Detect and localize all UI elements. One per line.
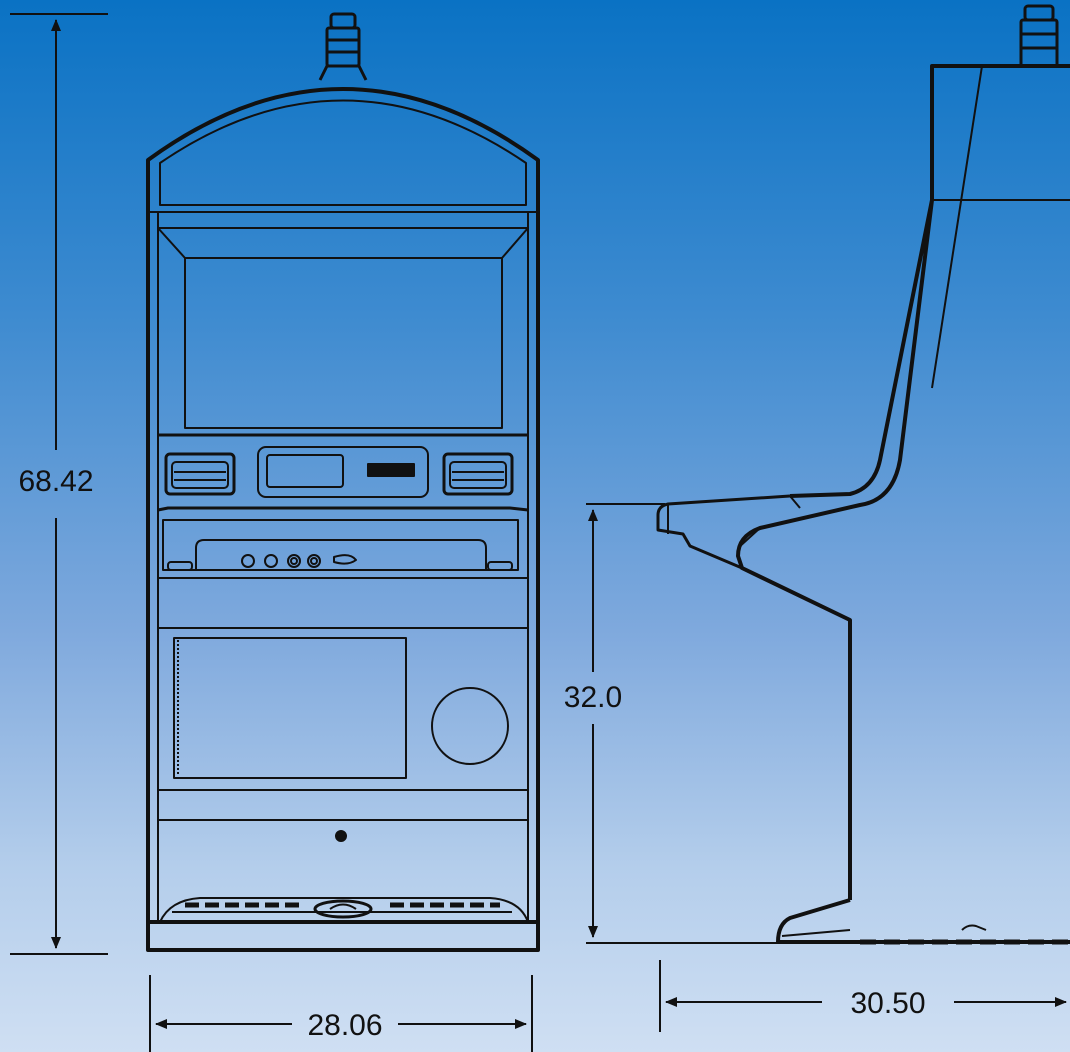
deck-button-3 (287, 554, 301, 568)
belly-panel (158, 627, 528, 842)
side-base (781, 924, 1070, 943)
width-label: 28.06 (307, 1009, 382, 1042)
side-view (656, 4, 1070, 945)
bill-validator-section (164, 446, 514, 498)
door-lock (335, 830, 347, 842)
base-plate (146, 897, 540, 952)
main-screen (184, 257, 503, 429)
dimension-depth: 30.50 (659, 960, 1067, 1032)
button-deck (157, 506, 529, 579)
arch-topper (146, 87, 540, 212)
side-button-deck (656, 494, 791, 570)
dimension-height: 68.42 (10, 13, 108, 955)
deck-button-2 (264, 554, 278, 568)
key-icon (333, 554, 357, 565)
height-label: 68.42 (18, 465, 93, 498)
front-view (146, 12, 540, 952)
side-profile (736, 64, 1070, 944)
speaker-grille (431, 687, 509, 765)
deck-button-4 (307, 554, 321, 568)
seat-height-label: 32.0 (564, 681, 622, 714)
dimension-width: 28.06 (149, 975, 533, 1052)
dimension-seat-height: 32.0 (564, 503, 780, 944)
arch-topper-inner (159, 99, 527, 206)
candle-light (318, 12, 368, 81)
depth-label: 30.50 (850, 987, 925, 1020)
side-candle-light (1019, 4, 1059, 68)
deck-button-1 (241, 554, 255, 568)
cabinet-body (146, 212, 540, 922)
